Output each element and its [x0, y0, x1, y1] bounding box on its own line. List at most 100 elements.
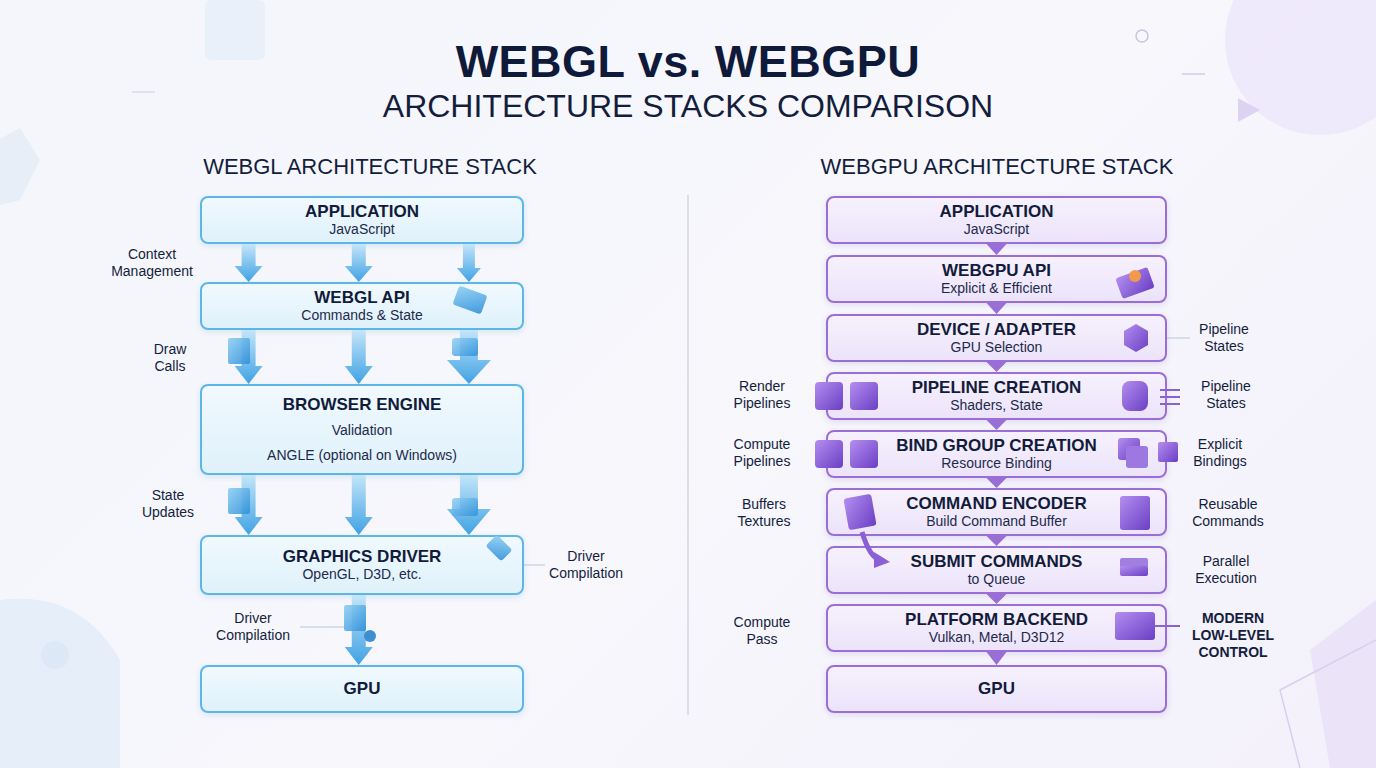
stack-layer-box: GPU: [826, 665, 1167, 713]
webgpu-icon: [1115, 612, 1155, 640]
webgpu-icon: [1160, 390, 1180, 404]
webgl-icon: [228, 488, 250, 514]
stack-layer-box: PLATFORM BACKENDVulkan, Metal, D3D12: [826, 604, 1167, 652]
side-label: MODERN LOW-LEVEL CONTROL: [1186, 610, 1281, 660]
webgpu-icon: [1124, 324, 1148, 352]
webgpu-icon: [815, 267, 1180, 640]
webgpu-icon: [1155, 625, 1180, 627]
flow-arrow: [987, 478, 1007, 488]
section-heading: WEBGPU ARCHITECTURE STACK: [787, 154, 1207, 180]
background-shape: [0, 128, 40, 210]
side-label: Reusable Commands: [1188, 496, 1268, 530]
flow-arrow: [447, 330, 491, 384]
side-label: Draw Calls: [145, 341, 195, 375]
layer-title: PLATFORM BACKEND: [905, 610, 1088, 630]
flow-arrow: [987, 362, 1007, 372]
flow-arrow: [987, 652, 1007, 665]
webgpu-icon: [1158, 442, 1178, 462]
layer-detail: GPU Selection: [951, 339, 1043, 356]
side-label: Compute Pipelines: [722, 436, 802, 470]
webgpu-icon: [850, 382, 878, 410]
flow-arrow: [987, 420, 1007, 430]
layer-title: GPU: [978, 679, 1015, 699]
webgpu-icon: [1160, 389, 1180, 391]
webgl-icon: [452, 338, 478, 356]
flow-arrow: [457, 244, 481, 282]
flow-arrow: [447, 475, 491, 535]
layer-detail: Vulkan, Metal, D3D12: [929, 629, 1065, 646]
layer-title: COMMAND ENCODER: [906, 494, 1086, 514]
stack-layer-box: COMMAND ENCODERBuild Command Buffer: [826, 488, 1167, 536]
stack-layer-box: WEBGL APICommands & State: [200, 282, 524, 330]
side-label: State Updates: [138, 487, 198, 521]
flow-arrow: [235, 244, 263, 282]
webgpu-icon: [1118, 438, 1140, 460]
stack-layer-box: WEBGPU APIExplicit & Efficient: [826, 255, 1167, 303]
connector-layer: [235, 244, 1007, 665]
layer-title: BIND GROUP CREATION: [896, 436, 1097, 456]
layer-title: WEBGPU API: [942, 261, 1051, 281]
background-shape: [205, 0, 265, 60]
layer-detail: Explicit & Efficient: [941, 280, 1052, 297]
webgl-icon: [486, 535, 513, 562]
webgl-icon: [452, 285, 487, 314]
side-label: Pipeline States: [1189, 321, 1259, 355]
layer-title: GPU: [344, 679, 381, 699]
webgpu-icon: [843, 494, 876, 530]
webgpu-icon: [1120, 558, 1148, 568]
layer-detail: ANGLE (optional on Windows): [267, 447, 457, 464]
flow-arrow: [987, 594, 1007, 604]
webgl-icon: [364, 630, 376, 642]
flow-arrow: [235, 475, 263, 535]
leader-line: [300, 627, 345, 628]
webgl-icon: [228, 285, 512, 642]
layer-detail: Resource Binding: [941, 455, 1052, 472]
side-label: Driver Compilation: [203, 610, 303, 644]
background-shape: [1136, 30, 1148, 42]
background-shape: [1310, 600, 1376, 768]
stack-layer-box: GPU: [200, 665, 524, 713]
diagram-title: WEBGL vs. WEBGPU: [0, 36, 1376, 88]
webgl-icon: [452, 498, 478, 516]
side-label: Compute Pass: [727, 614, 797, 648]
webgpu-icon: [862, 532, 880, 560]
background-shape: [1225, 0, 1376, 135]
section-heading: WEBGL ARCHITECTURE STACK: [160, 154, 580, 180]
webgpu-icon: [1120, 496, 1150, 530]
stack-layer-box: APPLICATIONJavaScript: [200, 196, 524, 244]
stack-layer-box: APPLICATIONJavaScript: [826, 196, 1167, 244]
layer-detail: JavaScript: [964, 221, 1029, 238]
layer-detail: OpenGL, D3D, etc.: [302, 566, 421, 583]
flow-arrow: [345, 330, 373, 384]
side-label: Pipeline States: [1191, 378, 1261, 412]
background-shape: [1182, 73, 1205, 75]
layer-title: APPLICATION: [940, 202, 1054, 222]
webgpu-icon: [874, 552, 890, 568]
layer-detail: Commands & State: [301, 307, 422, 324]
flow-arrow: [987, 303, 1007, 314]
webgpu-icon: [1129, 270, 1141, 282]
layer-detail: JavaScript: [329, 221, 394, 238]
layer-detail: Shaders, State: [950, 397, 1043, 414]
webgpu-icon: [1126, 446, 1148, 468]
layer-detail: Build Command Buffer: [926, 513, 1067, 530]
flow-arrow: [345, 475, 373, 535]
flow-arrow: [345, 244, 373, 282]
flow-arrow: [235, 330, 263, 384]
flow-arrow: [987, 244, 1007, 255]
layer-title: DEVICE / ADAPTER: [917, 320, 1076, 340]
side-label: Explicit Bindings: [1185, 436, 1255, 470]
stack-layer-box: PIPELINE CREATIONShaders, State: [826, 372, 1167, 420]
webgpu-icon: [1122, 381, 1148, 411]
stack-layer-box: SUBMIT COMMANDSto Queue: [826, 546, 1167, 594]
webgpu-icon: [850, 440, 878, 468]
webgpu-icon: [1160, 396, 1180, 398]
webgpu-icon: [815, 382, 843, 410]
stack-layer-box: DEVICE / ADAPTERGPU Selection: [826, 314, 1167, 362]
side-label: Render Pipelines: [727, 378, 797, 412]
background-shape: [41, 641, 69, 669]
side-label: Parallel Execution: [1186, 553, 1266, 587]
